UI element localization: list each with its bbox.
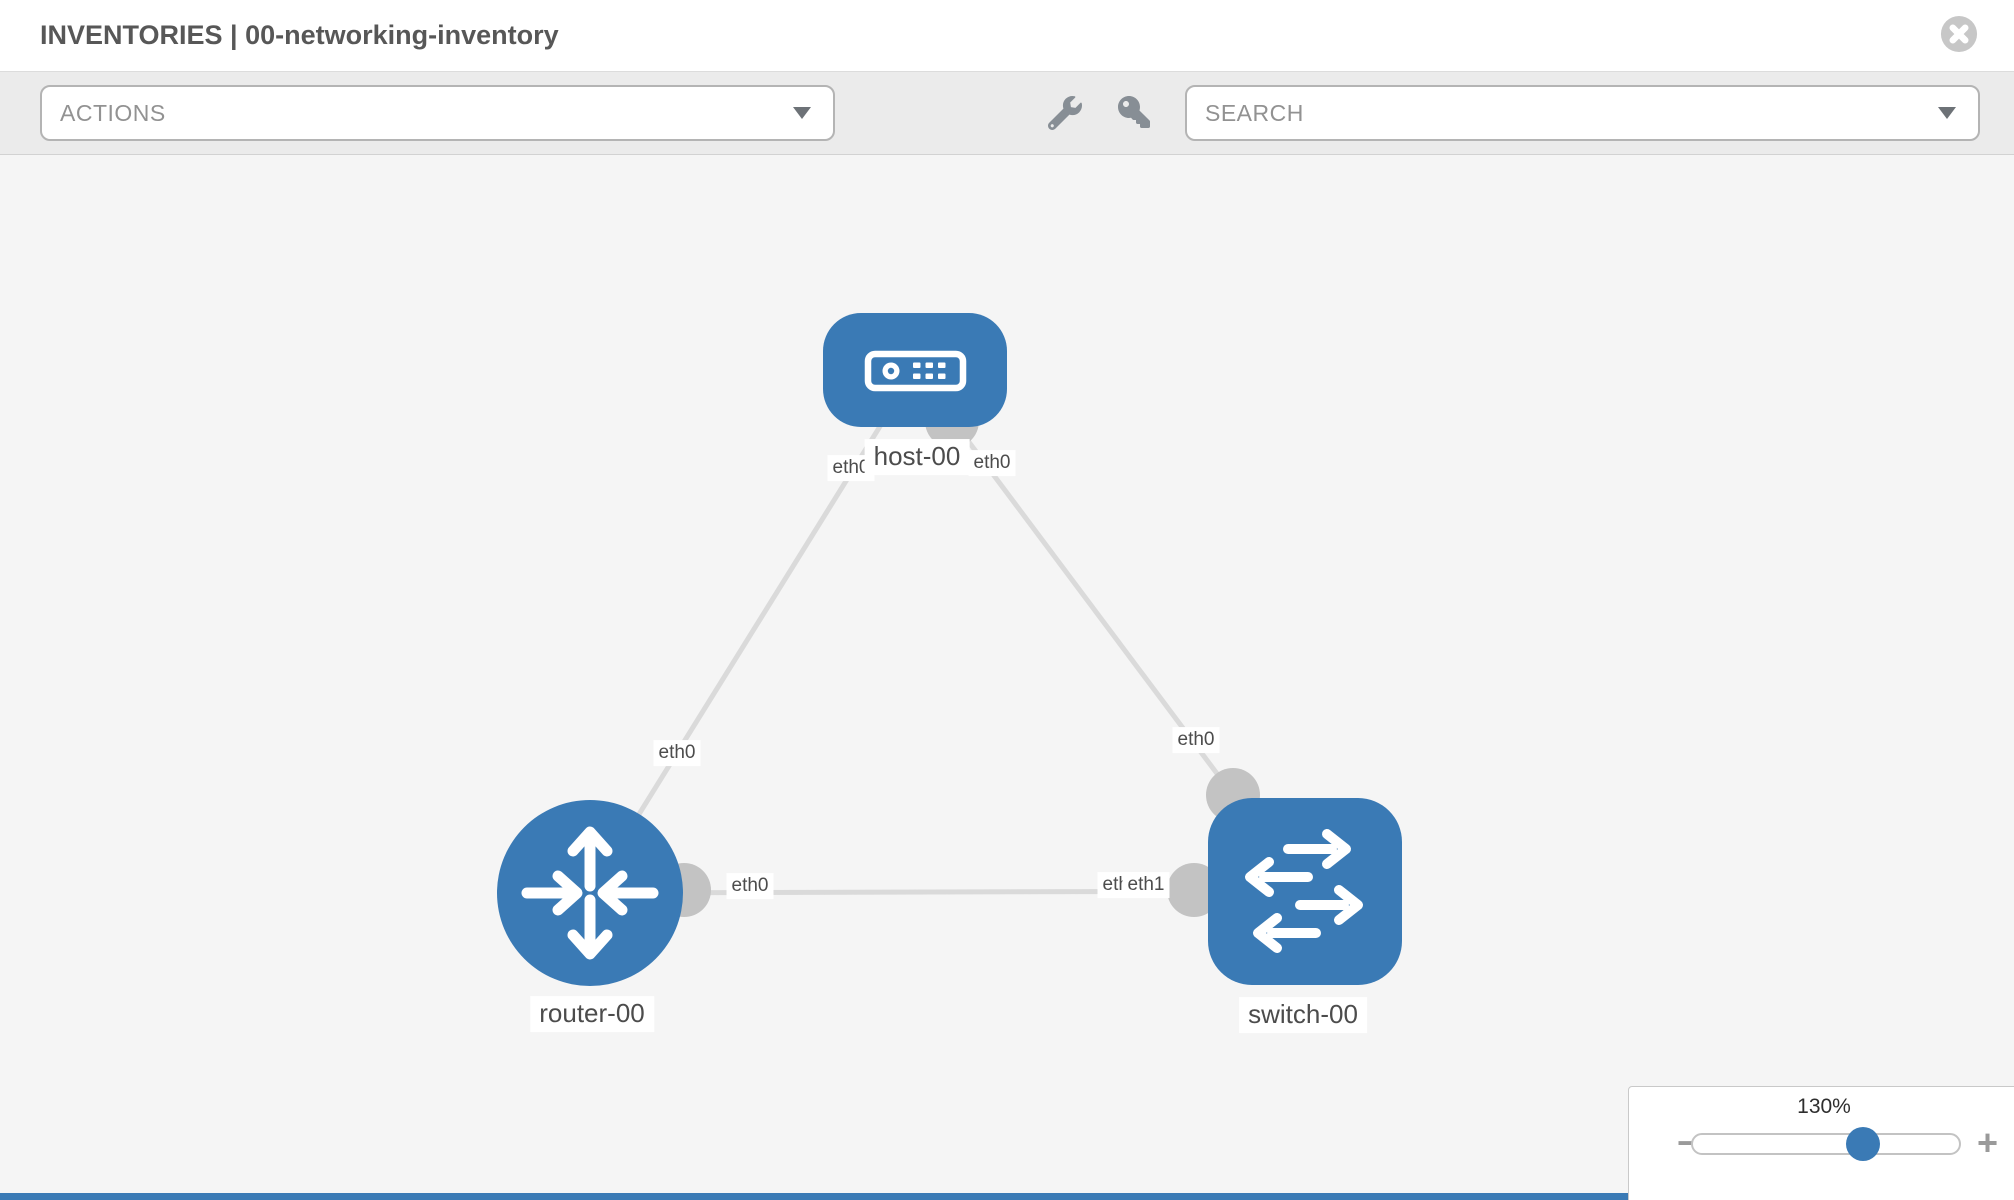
node-label-switch: switch-00 [1239, 997, 1367, 1033]
chevron-down-icon [793, 107, 811, 119]
switch-icon [1245, 829, 1363, 953]
page-title: INVENTORIES | 00-networking-inventory [40, 20, 559, 50]
topology-canvas[interactable]: eth0 eth0 host-00 eth0 eth0 eth0 eth1 et… [0, 155, 2014, 1200]
zoom-level: 130% [1797, 1095, 1851, 1118]
zoom-slider[interactable] [1691, 1133, 1961, 1155]
server-icon [864, 350, 967, 392]
wrench-icon [1047, 96, 1082, 131]
key-button[interactable] [1118, 96, 1154, 132]
zoom-in-button[interactable]: + [1977, 1122, 1999, 1163]
actions-dropdown[interactable]: ACTIONS [40, 85, 835, 141]
if-label-link-switch: eth0 [1172, 727, 1220, 753]
zoom-out-button[interactable]: − [1677, 1122, 1699, 1163]
node-router-00[interactable] [497, 800, 683, 986]
chevron-down-icon [1938, 107, 1956, 119]
port-switch-left[interactable] [1167, 863, 1221, 917]
if-label-router-right: eth0 [726, 873, 774, 899]
close-icon [1940, 15, 1978, 53]
if-label-host-right: eth0 [968, 450, 1016, 476]
wrench-button[interactable] [1047, 96, 1084, 132]
if-label-switch-front: eth1 [1122, 872, 1170, 898]
header: INVENTORIES | 00-networking-inventory [0, 0, 2014, 72]
search-dropdown[interactable]: SEARCH [1185, 85, 1980, 141]
key-icon [1118, 96, 1150, 128]
actions-dropdown-label: ACTIONS [60, 99, 166, 126]
close-button[interactable] [1940, 15, 1978, 53]
bottom-accent-bar [0, 1193, 1628, 1200]
node-host-00[interactable] [823, 313, 1007, 427]
toolbar: ACTIONS SEARCH [0, 72, 2014, 155]
node-label-router: router-00 [530, 996, 654, 1032]
zoom-panel: 130% − + [1628, 1086, 2014, 1200]
router-icon [521, 826, 659, 960]
search-dropdown-label: SEARCH [1205, 99, 1304, 126]
node-label-host: host-00 [864, 439, 970, 475]
if-label-link-router: eth0 [653, 740, 701, 766]
zoom-slider-thumb[interactable] [1846, 1127, 1880, 1161]
node-switch-00[interactable] [1208, 798, 1402, 985]
